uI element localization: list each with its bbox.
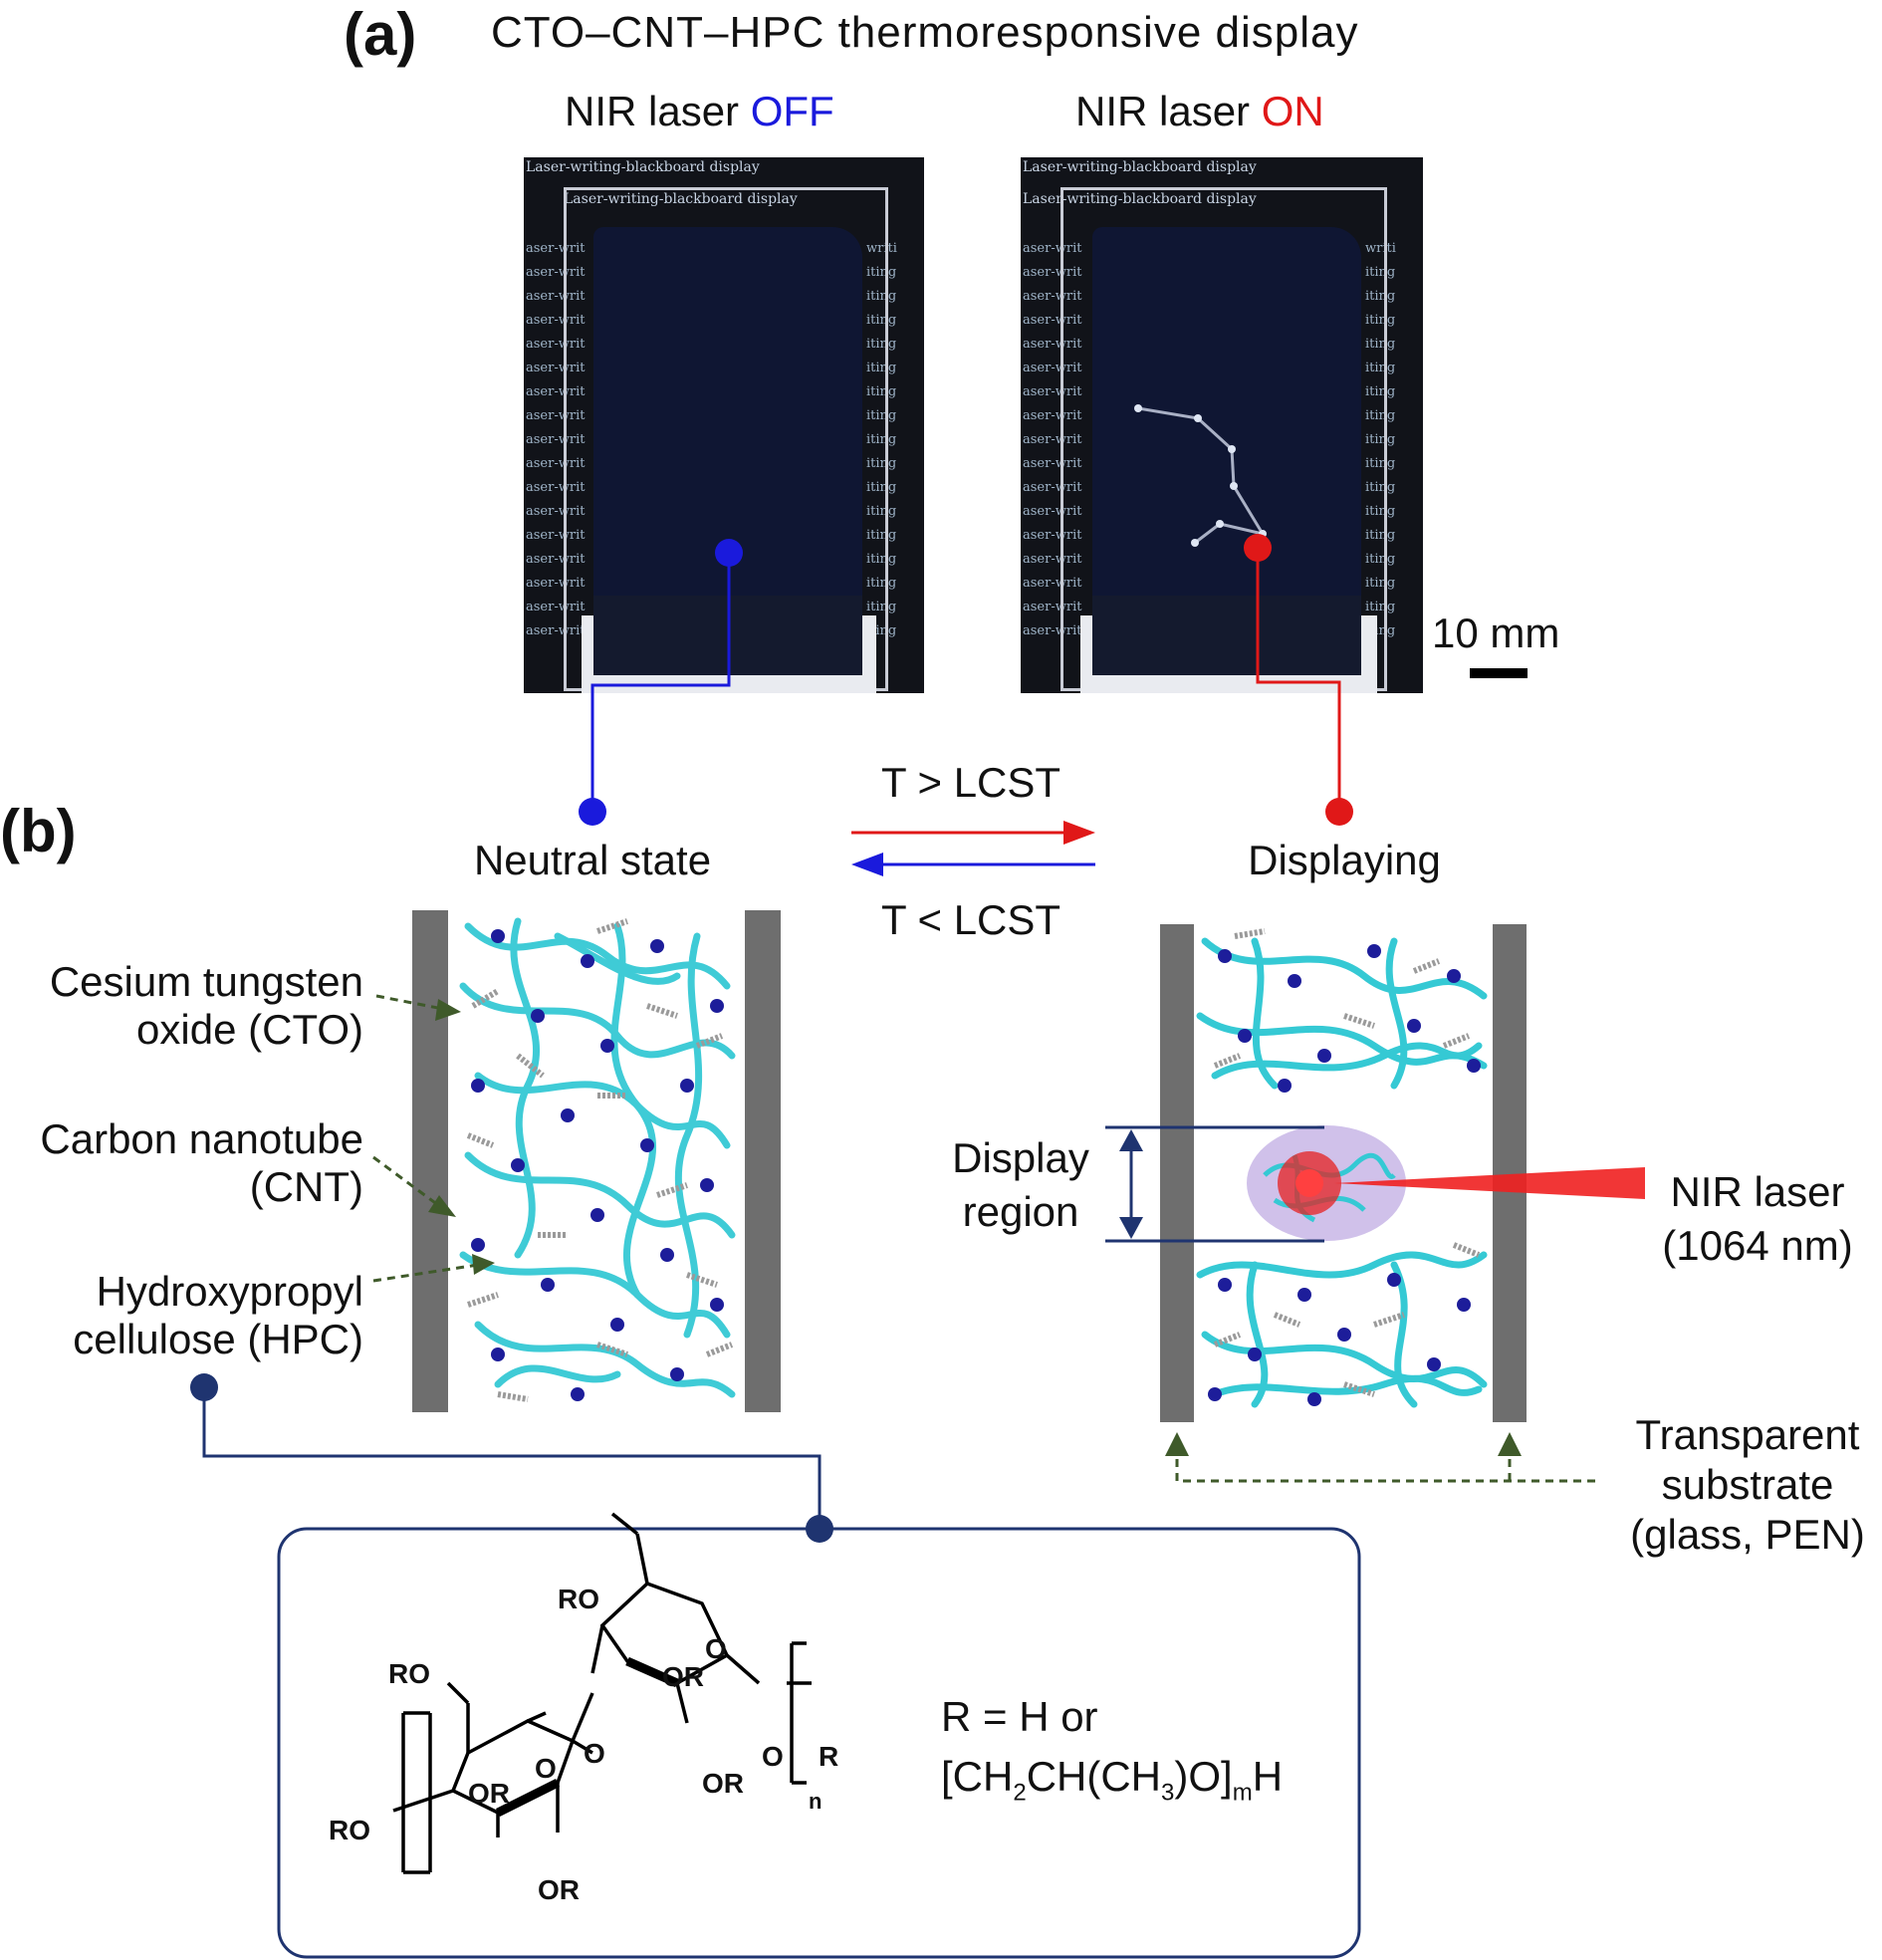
neutral-state-label: Neutral state: [473, 837, 712, 883]
r-definition-line-2: [CH2CH(CH3)O]mH: [941, 1753, 1284, 1807]
label-cnt-line-2: (CNT): [249, 1163, 363, 1210]
structure-o-ring-left: O: [535, 1753, 557, 1784]
structure-o-linkage: O: [584, 1738, 605, 1769]
nir-laser-label: NIR laser (1064 nm): [1633, 1165, 1882, 1273]
label-hpc-line-1: Hydroxypropyl: [96, 1268, 363, 1315]
written-pattern: [1134, 404, 1267, 547]
component-pointer-heads: [428, 999, 495, 1275]
laser-on-prefix: NIR laser: [1075, 88, 1262, 134]
laser-off-prefix: NIR laser: [565, 88, 751, 134]
laser-on-state: ON: [1261, 88, 1324, 134]
substrate-label: Transparent substrate (glass, PEN): [1613, 1410, 1882, 1560]
laser-off-heading: NIR laser OFF: [565, 88, 834, 135]
label-cto-line-1: Cesium tungsten: [49, 958, 363, 1005]
reverse-arrowhead: [851, 853, 883, 876]
structure-n: n: [809, 1789, 823, 1814]
displaying-marker-dot: [1325, 798, 1353, 826]
label-cnt: Carbon nanotube (CNT): [0, 1115, 363, 1211]
forward-condition: T > LCST: [880, 759, 1061, 806]
neutral-cnt-tubes: [466, 918, 734, 1402]
label-cto-line-2: oxide (CTO): [136, 1006, 363, 1053]
photo-top-text: Laser-writing-blackboard display: [1023, 159, 1257, 175]
substrate-line-1: Transparent: [1635, 1411, 1860, 1458]
neutral-polymer-network: [459, 917, 736, 1398]
hpc-marker-dot: [190, 1373, 218, 1401]
structure-o-end: O: [762, 1741, 784, 1772]
structure-or-4: OR: [538, 1874, 580, 1905]
photo-top-text-2: Laser-writing-blackboard display: [1023, 191, 1257, 207]
substrate-pointers: [1175, 1449, 1595, 1483]
display-region-label: Display region: [926, 1131, 1115, 1239]
displaying-cto-particles: [1208, 944, 1481, 1406]
hpc-skeletal-formula: [392, 1512, 812, 1874]
structure-ro-bottom: RO: [329, 1815, 370, 1845]
structure-r-end: R: [819, 1741, 839, 1772]
structure-box: [277, 1527, 1361, 1959]
substrate-line-2: substrate: [1661, 1461, 1834, 1508]
off-marker-dot: [715, 539, 743, 567]
forward-arrowhead: [1063, 821, 1095, 845]
label-cto: Cesium tungsten oxide (CTO): [0, 958, 363, 1054]
panel-a-label: (a): [344, 1, 417, 68]
laser-off-state: OFF: [750, 88, 834, 134]
displaying-label: Displaying: [1248, 837, 1441, 883]
label-hpc: Hydroxypropyl cellulose (HPC): [0, 1268, 363, 1363]
on-marker-dot: [1244, 534, 1272, 562]
neutral-cto-particles: [471, 929, 724, 1401]
substrate-line-3: (glass, PEN): [1630, 1511, 1865, 1558]
r-definition-line-1: R = H or: [941, 1693, 1098, 1740]
scale-bar-label: 10 mm: [1432, 610, 1560, 656]
nir-laser-beam: [1334, 1167, 1645, 1199]
panel-b-label: (b): [0, 798, 77, 864]
nir-laser-line-1: NIR laser: [1670, 1168, 1845, 1215]
display-base-shadow: [1092, 596, 1361, 675]
photo-top-text-2: Laser-writing-blackboard display: [564, 191, 798, 207]
label-hpc-line-2: cellulose (HPC): [73, 1316, 363, 1362]
display-region-line-2: region: [962, 1188, 1079, 1235]
structure-or-2: OR: [702, 1768, 744, 1799]
label-cnt-line-1: Carbon nanotube: [40, 1115, 363, 1162]
neutral-marker-dot: [579, 798, 606, 826]
scale-bar: [1470, 668, 1528, 678]
laser-spot-core: [1295, 1169, 1323, 1197]
displaying-polymer-top: [1196, 937, 1488, 1090]
structure-o-ring-right: O: [705, 1633, 727, 1664]
structure-ro-left: RO: [388, 1658, 430, 1689]
component-pointers: [372, 994, 479, 1283]
display-screen: [1092, 227, 1361, 625]
structure-or-1: OR: [662, 1661, 704, 1692]
reverse-condition: T < LCST: [880, 896, 1061, 943]
laser-on-heading: NIR laser ON: [1075, 88, 1324, 135]
photo-top-text: Laser-writing-blackboard display: [526, 159, 760, 175]
nir-laser-line-2: (1064 nm): [1662, 1222, 1853, 1269]
display-region-line-1: Display: [952, 1134, 1089, 1181]
structure-ro-top: RO: [558, 1584, 599, 1614]
displaying-cnt-tubes: [1213, 928, 1481, 1397]
photo-laser-on: Laser-writing-blackboard display Laser-w…: [1021, 157, 1423, 693]
panel-a-title: CTO–CNT–HPC thermoresponsive display: [491, 8, 1359, 57]
structure-or-3: OR: [468, 1778, 510, 1809]
